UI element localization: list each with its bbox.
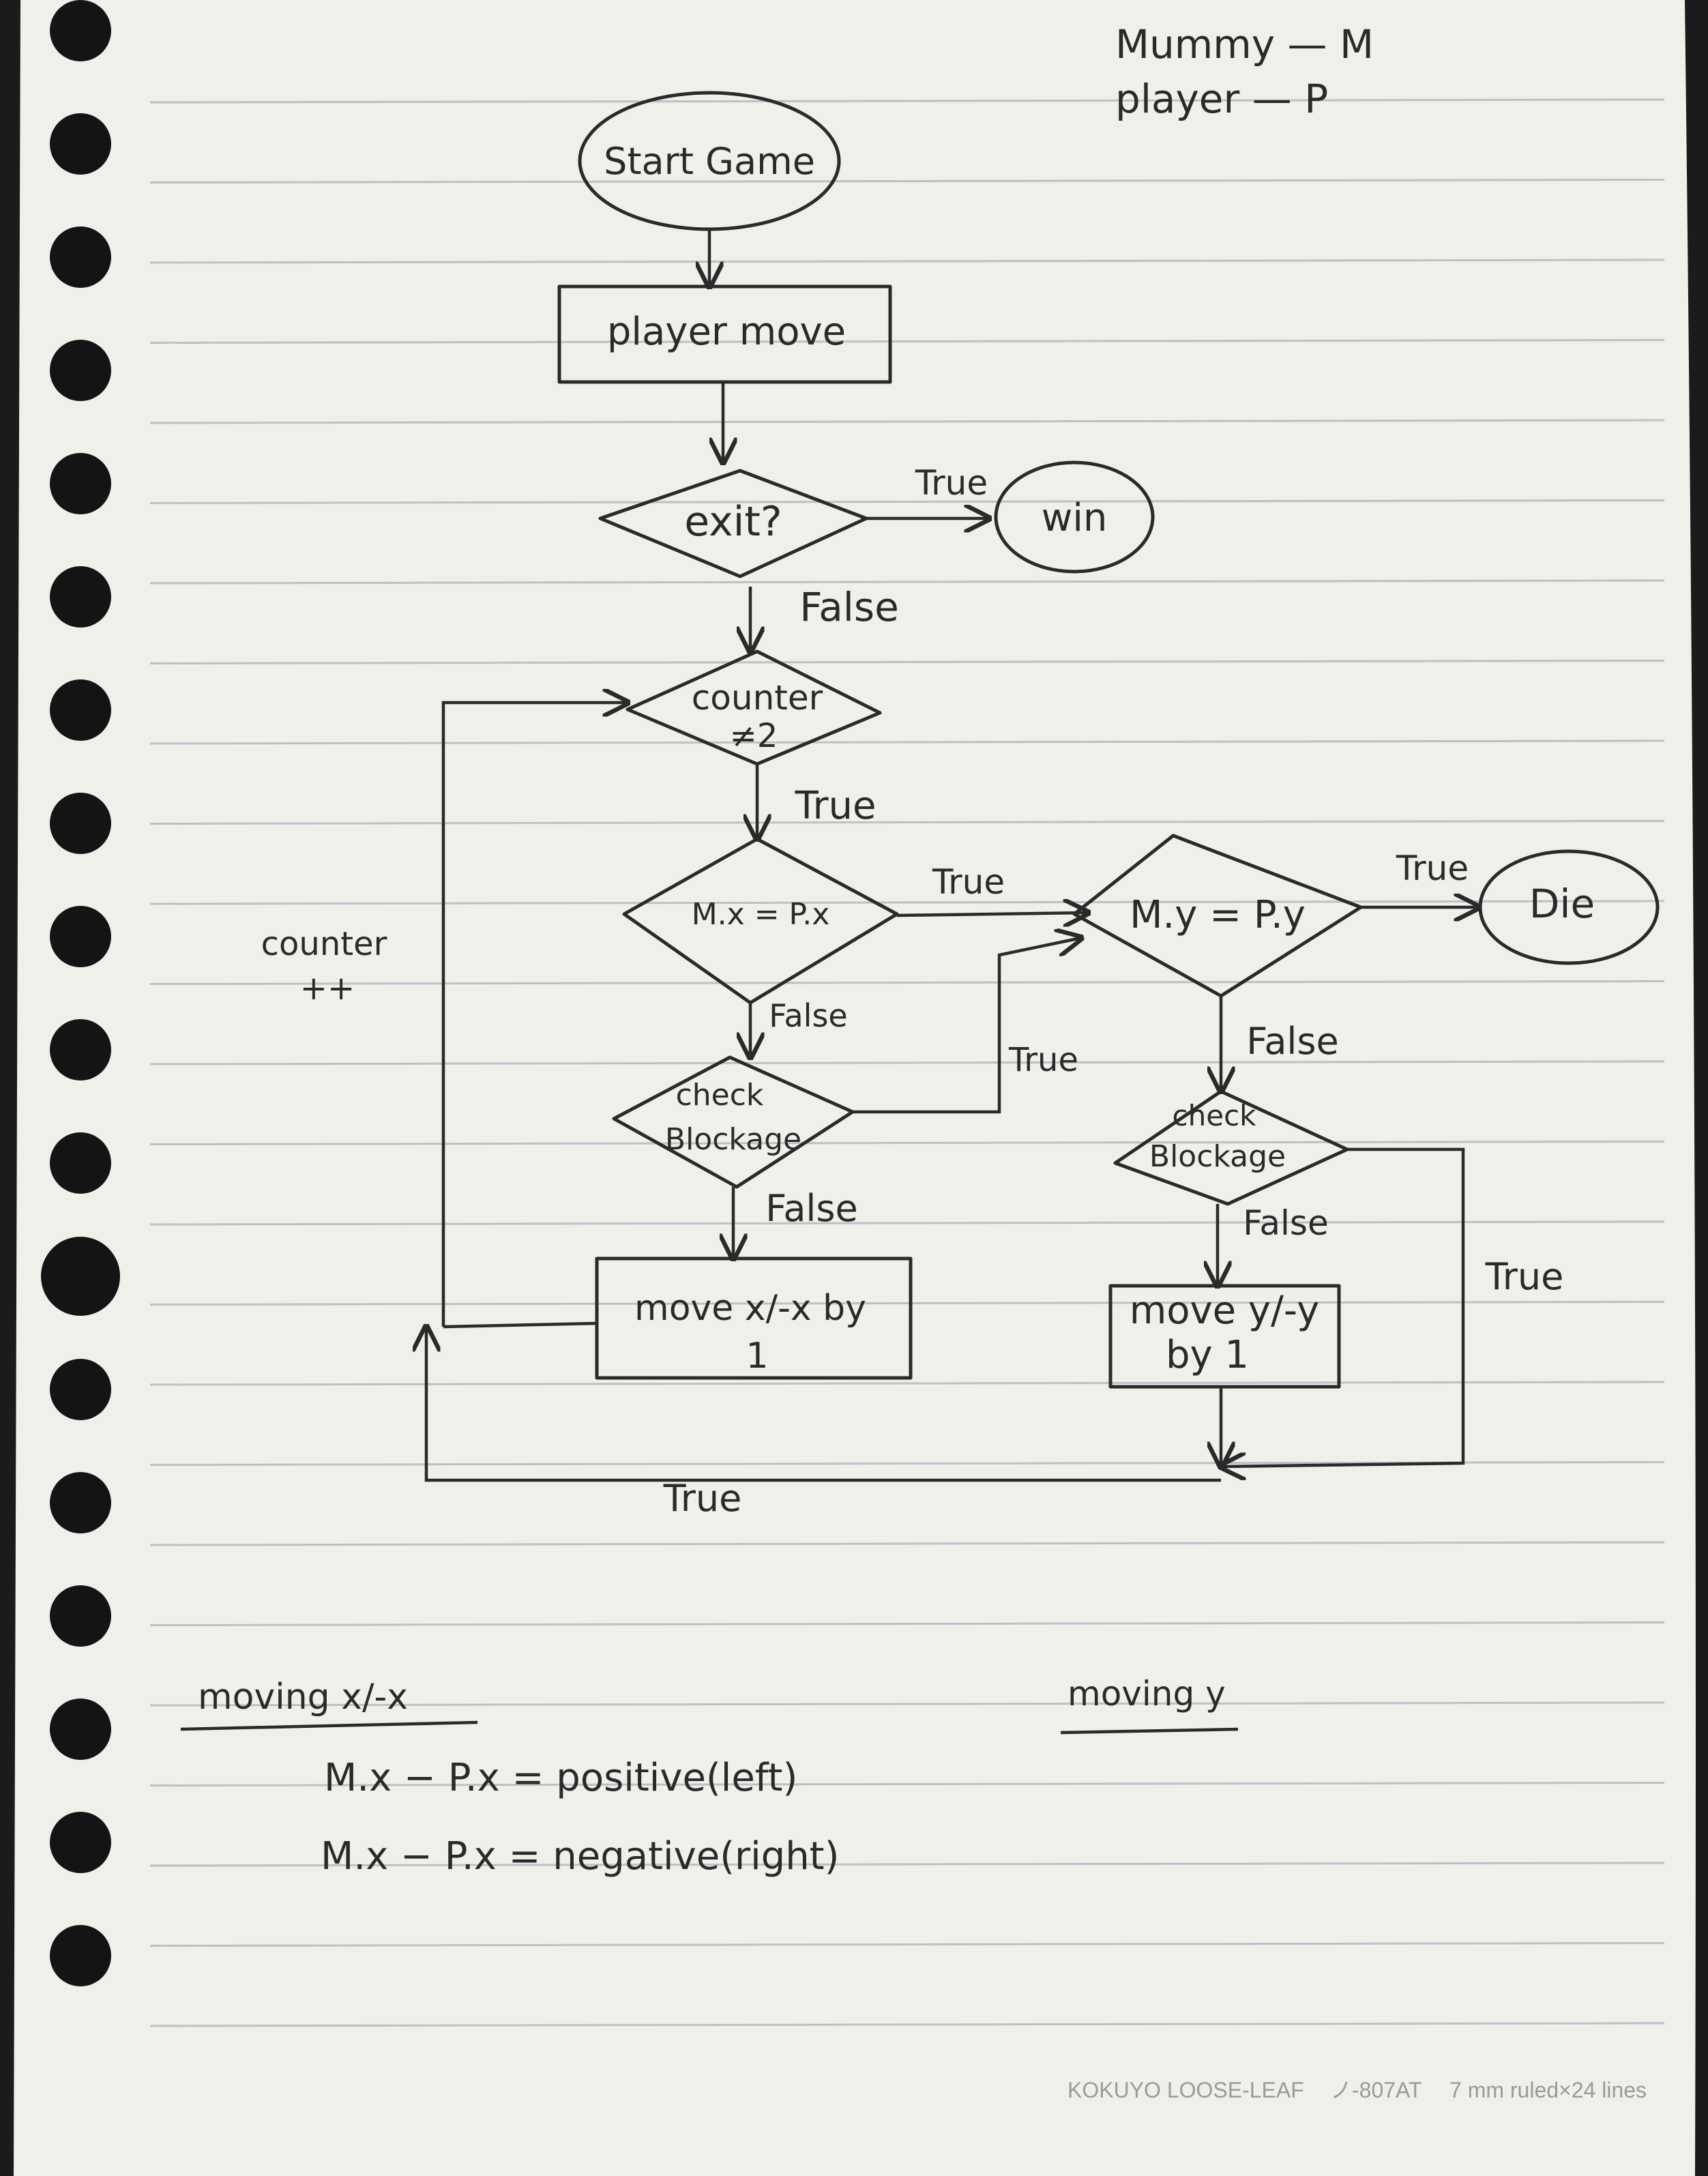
edge-label-blockx-false: False (765, 1187, 858, 1230)
binder-hole (50, 113, 111, 175)
player-move-process (557, 284, 892, 384)
paper-sheet (14, 0, 1696, 2176)
legend-mummy: Mummy — M (1115, 21, 1374, 68)
ruled-line (149, 98, 1665, 104)
moving-x-underline (180, 1720, 478, 1731)
ruled-line (149, 419, 1665, 424)
connectors (426, 229, 1479, 1482)
ruled-line (149, 739, 1665, 745)
edge-label-exit-false: False (799, 584, 899, 630)
binder-hole (50, 679, 111, 741)
move-x-process (595, 1256, 913, 1380)
edge-label-my-false: False (1246, 1020, 1339, 1063)
die-label: Die (1529, 881, 1595, 927)
counter-label-2: ≠2 (730, 717, 778, 755)
ruled-line (149, 339, 1665, 344)
ruled-line (149, 1621, 1665, 1626)
my-label: M.y = P.y (1130, 893, 1306, 937)
binder-hole (50, 566, 111, 628)
edge-label-mx-false: False (769, 997, 847, 1034)
binder-hole (50, 1925, 111, 1986)
binder-hole (50, 1812, 111, 1873)
ruled-line (149, 1862, 1665, 1867)
binder-hole (50, 1359, 111, 1420)
ruled-line (149, 1060, 1665, 1065)
footer-brand: KOKUYO LOOSE-LEAF (1068, 2078, 1304, 2102)
ruled-line (149, 820, 1665, 825)
check-blockage-x-label-1: check (676, 1078, 764, 1113)
binder-hole (50, 340, 111, 401)
ruled-line (149, 1301, 1665, 1306)
edge-label-mx-true: True (932, 862, 1005, 902)
binder-hole (50, 226, 111, 288)
check-blockage-x-label-2: Blockage (665, 1122, 801, 1157)
binder-hole (50, 453, 111, 514)
edge-label-loop-true: True (663, 1477, 742, 1520)
ruled-line (149, 259, 1665, 264)
edge-label-my-true: True (1396, 849, 1469, 888)
note-line-positive: M.x − P.x = positive(left) (324, 1756, 797, 1800)
ruled-line (149, 660, 1665, 664)
moving-x-heading: moving x/-x (198, 1677, 408, 1718)
check-blockage-y-label-1: check (1173, 1099, 1257, 1132)
binder-hole (50, 1585, 111, 1647)
footer-code: ノ-807AT (1330, 2078, 1422, 2102)
binder-hole (50, 793, 111, 854)
binder-hole (50, 1019, 111, 1080)
footer-ruling: 7 mm ruled×24 lines (1449, 2078, 1647, 2102)
note-line-negative: M.x − P.x = negative(right) (321, 1834, 839, 1879)
counter-increment-label-2: ++ (300, 969, 355, 1008)
binder-hole (50, 1472, 111, 1533)
ruled-line (149, 499, 1665, 504)
counter-increment-label-1: counter (261, 925, 387, 963)
start-label: Start Game (604, 140, 815, 183)
ruled-line (149, 980, 1665, 985)
edge-label-counter-true: True (795, 784, 877, 828)
moving-y-underline (1060, 1727, 1239, 1735)
ruled-line (149, 1782, 1665, 1787)
binder-hole (50, 1132, 111, 1194)
mx-label: M.x = P.x (692, 897, 830, 932)
exit-label: exit? (684, 498, 782, 546)
edge-label-exit-true: True (915, 463, 988, 503)
edge-label-blocky-false: False (1243, 1203, 1329, 1243)
binder-holes (41, 0, 120, 1986)
ruled-line (149, 179, 1665, 183)
player-move-label: player move (607, 310, 846, 354)
edge-label-blocky-true: True (1485, 1255, 1564, 1298)
move-y-label-1: move y/-y (1130, 1289, 1320, 1333)
binder-hole (50, 0, 111, 61)
ruled-line (149, 900, 1665, 905)
ruled-lines (149, 98, 1665, 2027)
ruled-line (149, 1381, 1665, 1386)
binder-hole (41, 1237, 120, 1316)
move-x-label-2: 1 (746, 1336, 768, 1377)
ruled-line (149, 1942, 1665, 1947)
counter-label-1: counter (692, 678, 823, 718)
edge-label-blockx-true: True (1008, 1041, 1078, 1079)
ruled-line (149, 579, 1665, 585)
win-label: win (1042, 496, 1108, 540)
check-blockage-y-label-2: Blockage (1149, 1139, 1286, 1174)
ruled-line (149, 1701, 1665, 1707)
binder-hole (50, 906, 111, 967)
move-x-label-1: move x/-x by (634, 1288, 866, 1329)
moving-y-heading: moving y (1068, 1674, 1226, 1714)
binder-hole (50, 1699, 111, 1760)
legend-player: player — P (1115, 76, 1328, 122)
counter-decision (625, 649, 882, 766)
win-terminal (994, 460, 1155, 574)
ruled-line (149, 1541, 1665, 1546)
ruled-line (149, 1220, 1665, 1226)
ruled-line (149, 1141, 1665, 1145)
ruled-line (149, 2022, 1665, 2027)
move-y-label-2: by 1 (1166, 1333, 1249, 1377)
